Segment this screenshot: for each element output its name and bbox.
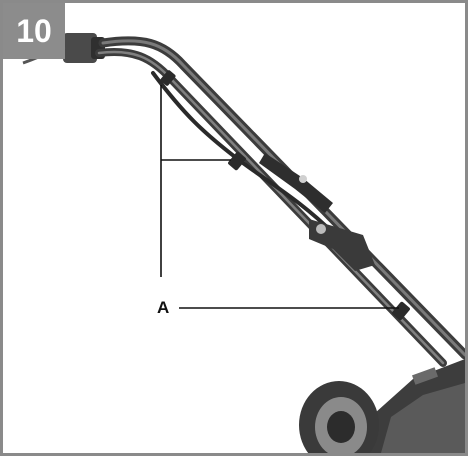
- handle-bars: [95, 36, 465, 367]
- switch-lever: [259, 153, 333, 213]
- mower-body: [363, 359, 465, 453]
- cable-clips: [160, 70, 410, 321]
- handle-bracket: [309, 219, 375, 271]
- lawnmower-handle-illustration: [22, 33, 465, 453]
- callout-leader-lines: [160, 85, 399, 309]
- callout-label-a: A: [157, 298, 170, 317]
- wheel-illustration: [299, 381, 379, 453]
- figure-number-badge: 10: [3, 3, 65, 59]
